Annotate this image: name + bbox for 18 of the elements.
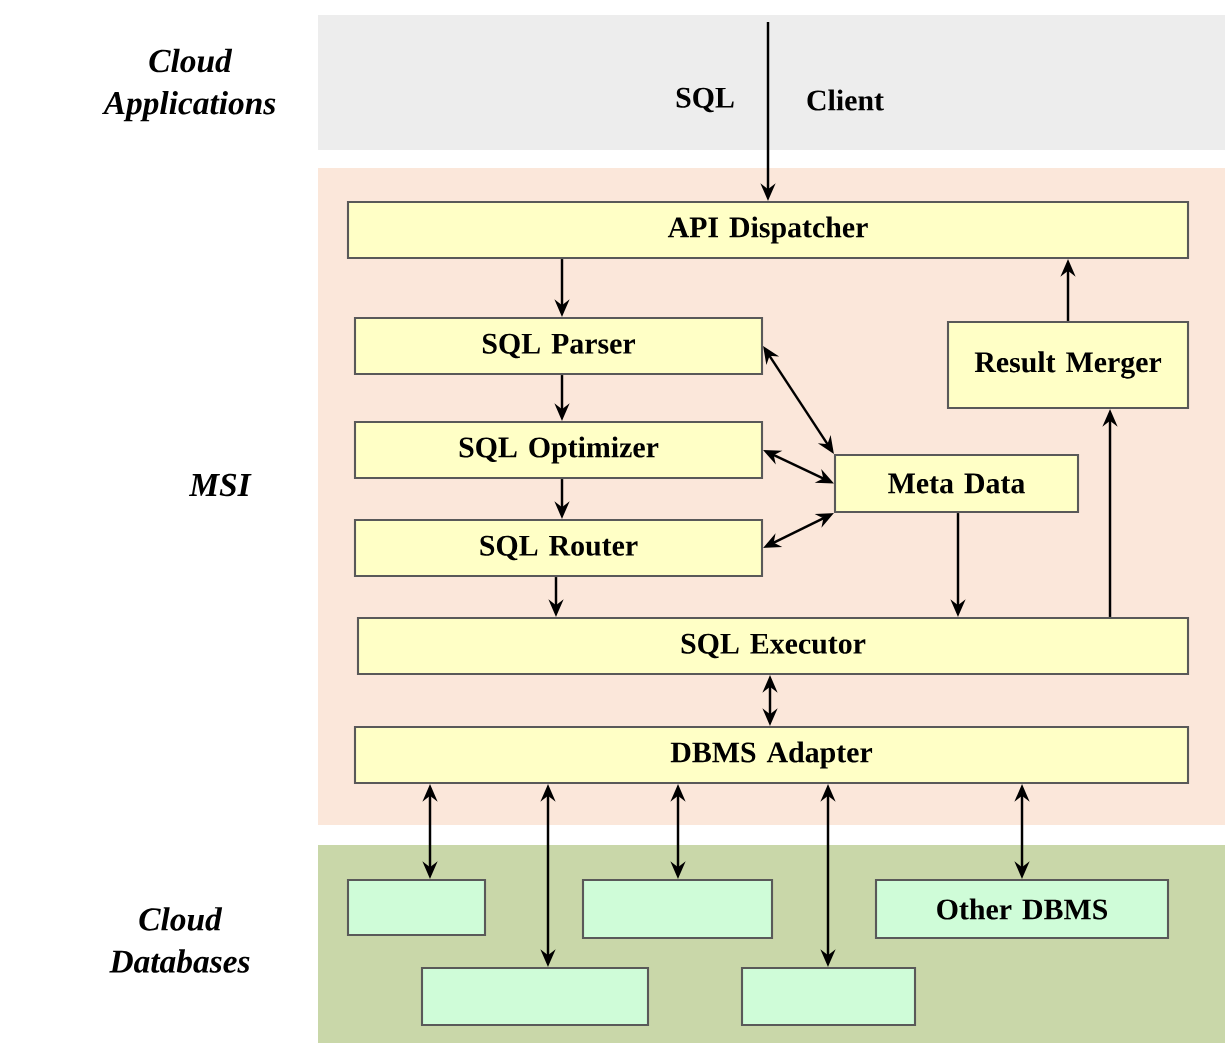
- process-box: SQL Parser: [353, 316, 764, 376]
- process-box: Meta Data: [833, 453, 1080, 514]
- node-label: Cloud Databases: [109, 907, 250, 973]
- database-box: [420, 966, 650, 1027]
- database-box: Other DBMS: [874, 878, 1170, 940]
- node-label: Cloud Applications: [102, 48, 276, 122]
- flow-label: SQL: [676, 87, 734, 113]
- process-box: Result Merger: [946, 320, 1190, 410]
- process-box: API Dispatcher: [346, 200, 1190, 260]
- node-label: MSI: [188, 473, 252, 497]
- database-box: [346, 878, 487, 937]
- process-box: SQL Optimizer: [353, 420, 764, 480]
- process-box: SQL Executor: [356, 616, 1190, 676]
- flow-label: Client: [807, 89, 884, 111]
- process-box: SQL Router: [353, 518, 764, 578]
- database-box: [581, 878, 774, 940]
- process-box: DBMS Adapter: [353, 725, 1190, 785]
- database-box: [740, 966, 917, 1027]
